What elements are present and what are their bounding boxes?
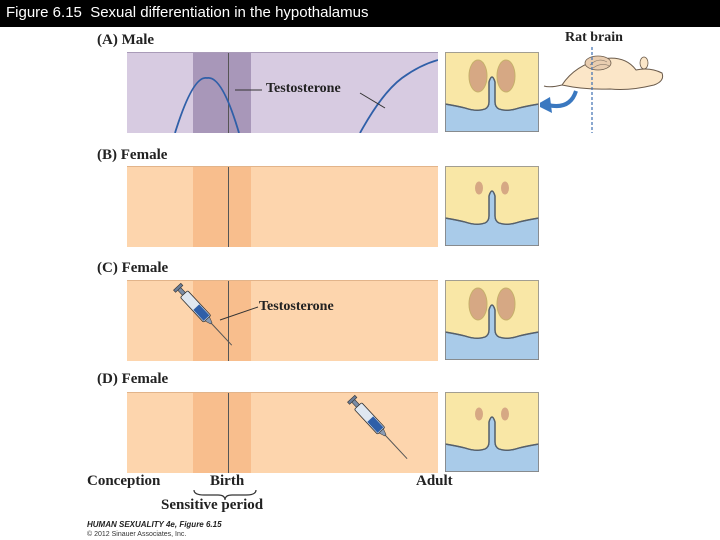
rat-brain-label: Rat brain	[565, 30, 623, 45]
birth-line	[228, 53, 229, 133]
conception-label: Conception	[87, 473, 161, 489]
sdn-nucleus-right	[496, 59, 516, 93]
panel-d-sex: Female	[121, 371, 169, 387]
birth-line	[228, 281, 229, 361]
sensitive-period-band	[193, 393, 251, 473]
figure-credit: HUMAN SEXUALITY 4e, Figure 6.15	[87, 520, 222, 529]
panel-d-brain-section	[445, 392, 539, 472]
panel-b-letter: (B)	[97, 147, 117, 163]
panel-c-brain-section	[445, 280, 539, 360]
panel-d-letter: (D)	[97, 371, 118, 387]
copyright-notice: © 2012 Sinauer Associates, Inc.	[87, 531, 187, 538]
birth-line	[228, 393, 229, 473]
birth-line	[228, 167, 229, 247]
syringe-icon	[347, 394, 408, 459]
adult-label: Adult	[416, 473, 453, 489]
sdn-nucleus-right	[501, 407, 509, 421]
sensitive-period-brace	[193, 489, 257, 501]
sdn-nucleus-left	[475, 407, 483, 421]
panel-b-brain-section	[445, 166, 539, 246]
panel-b-label: (B) Female	[97, 147, 167, 164]
panel-c-timeline	[127, 280, 438, 361]
figure-title: Figure 6.15 Sexual differentiation in th…	[6, 4, 369, 21]
syringe-icon	[173, 282, 259, 346]
panel-c-testosterone-label: Testosterone	[259, 299, 334, 314]
sdn-nucleus-left	[475, 181, 483, 195]
panel-c-sex: Female	[121, 260, 169, 276]
sensitive-period-label: Sensitive period	[161, 497, 264, 513]
rat-illustration	[540, 47, 664, 133]
panel-c-label: (C) Female	[97, 260, 168, 277]
sdn-nucleus-left	[468, 59, 488, 93]
panel-a-brain-section	[445, 52, 539, 132]
panel-b-sex: Female	[120, 147, 168, 163]
panel-a-sex: Male	[121, 32, 155, 48]
panel-a-label: (A) Male	[97, 32, 154, 49]
panel-a-timeline	[127, 52, 438, 133]
testosterone-curve	[174, 59, 438, 133]
panel-d-label: (D) Female	[97, 371, 168, 388]
title-bar: Figure 6.15 Sexual differentiation in th…	[0, 0, 720, 27]
panel-a-testosterone-label: Testosterone	[266, 81, 341, 96]
sensitive-period-band	[193, 53, 251, 133]
panel-a-letter: (A)	[97, 32, 118, 48]
panel-b-timeline	[127, 166, 438, 247]
sdn-nucleus-left	[468, 287, 488, 321]
sensitive-period-band	[193, 167, 251, 247]
panel-c-letter: (C)	[97, 260, 118, 276]
birth-label: Birth	[210, 473, 245, 489]
sdn-nucleus-right	[496, 287, 516, 321]
sdn-nucleus-right	[501, 181, 509, 195]
panel-d-timeline	[127, 392, 438, 473]
